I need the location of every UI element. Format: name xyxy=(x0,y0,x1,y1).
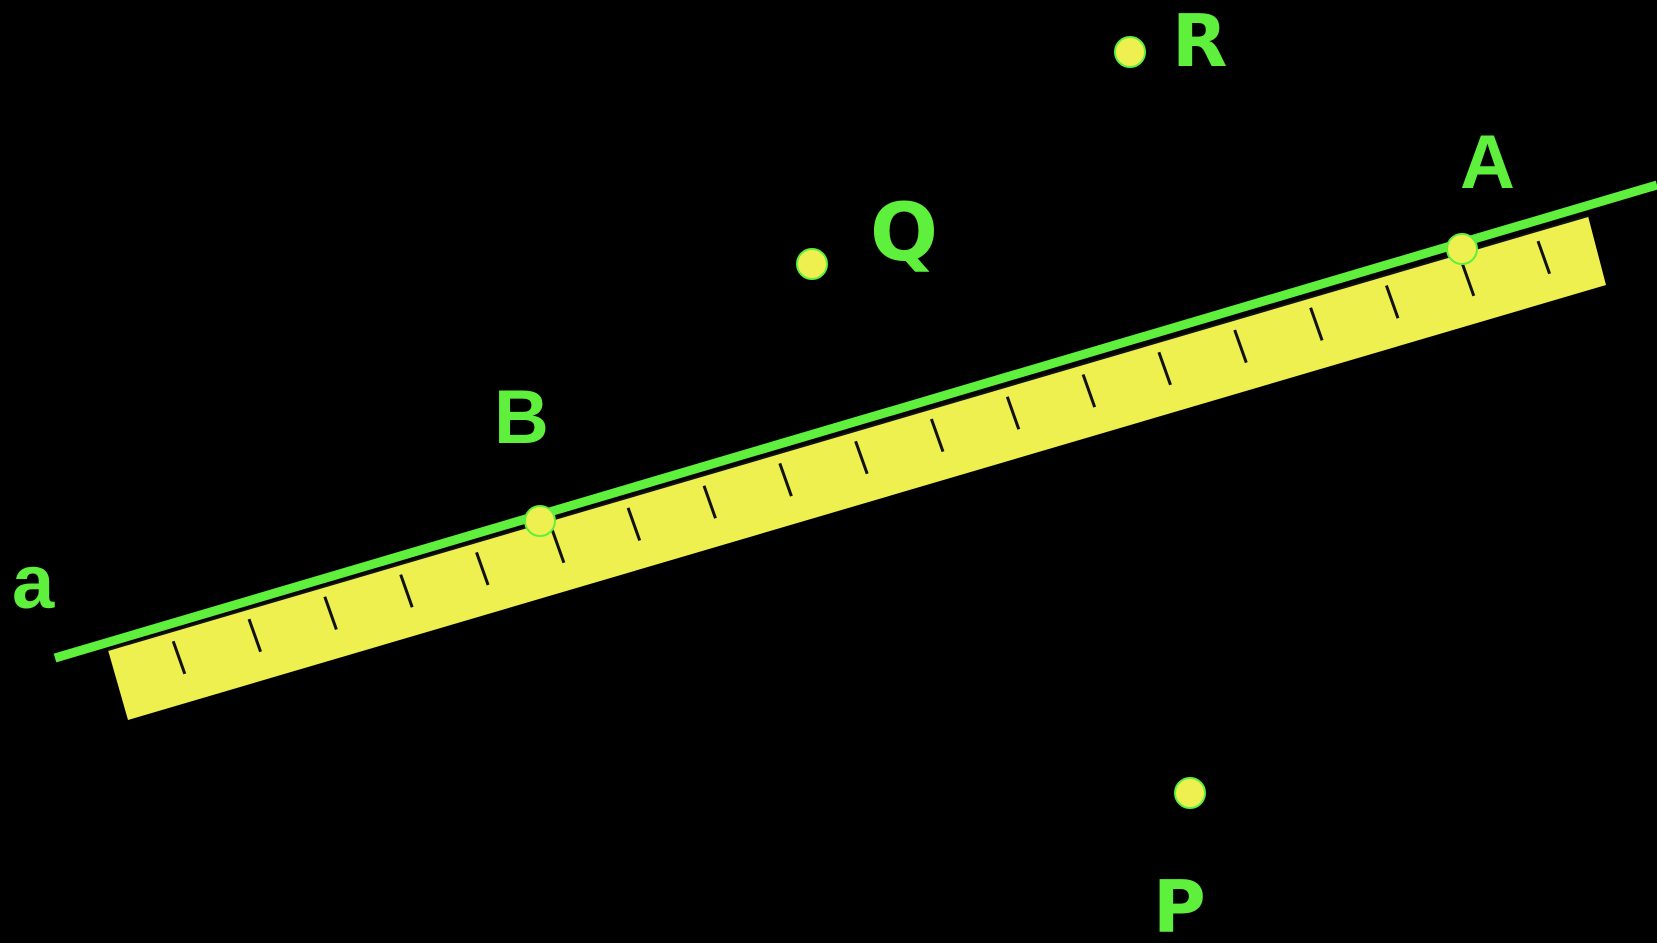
ruler-ticks xyxy=(171,240,1552,675)
ruler-tick xyxy=(626,507,642,542)
ruler-tick xyxy=(1384,284,1400,319)
ruler-tick xyxy=(854,440,869,475)
ruler-tick xyxy=(323,596,338,631)
ruler-tick xyxy=(1309,307,1324,341)
point-label-r: R xyxy=(1172,0,1227,83)
point-a[interactable] xyxy=(1446,233,1478,265)
line-label-a: a xyxy=(12,540,55,625)
point-label-b: B xyxy=(494,375,549,460)
ruler-tick xyxy=(929,418,945,453)
ruler-tick xyxy=(247,618,263,653)
point-b[interactable] xyxy=(524,505,556,537)
ruler-edge xyxy=(107,215,1589,651)
ruler-tick xyxy=(171,640,187,675)
point-label-a: A xyxy=(1460,120,1515,205)
ruler-tick xyxy=(1460,262,1476,297)
ruler[interactable] xyxy=(108,216,1606,720)
ruler-tick xyxy=(778,462,793,497)
ruler-tick xyxy=(475,551,490,586)
point-p[interactable] xyxy=(1174,777,1206,809)
ruler-tick xyxy=(1536,240,1552,275)
ruler-tick xyxy=(1233,329,1248,364)
ruler-tick xyxy=(1157,351,1172,386)
point-label-p: P xyxy=(1153,865,1206,943)
ruler-tick xyxy=(1005,396,1021,430)
ruler-tick xyxy=(702,485,717,519)
ruler-tick xyxy=(550,529,566,564)
line-a[interactable] xyxy=(53,180,1657,663)
point-label-q: Q xyxy=(870,186,938,279)
ruler-tick xyxy=(1081,373,1097,408)
point-q[interactable] xyxy=(796,248,828,280)
ruler-tick xyxy=(399,574,414,608)
point-r[interactable] xyxy=(1114,36,1146,68)
